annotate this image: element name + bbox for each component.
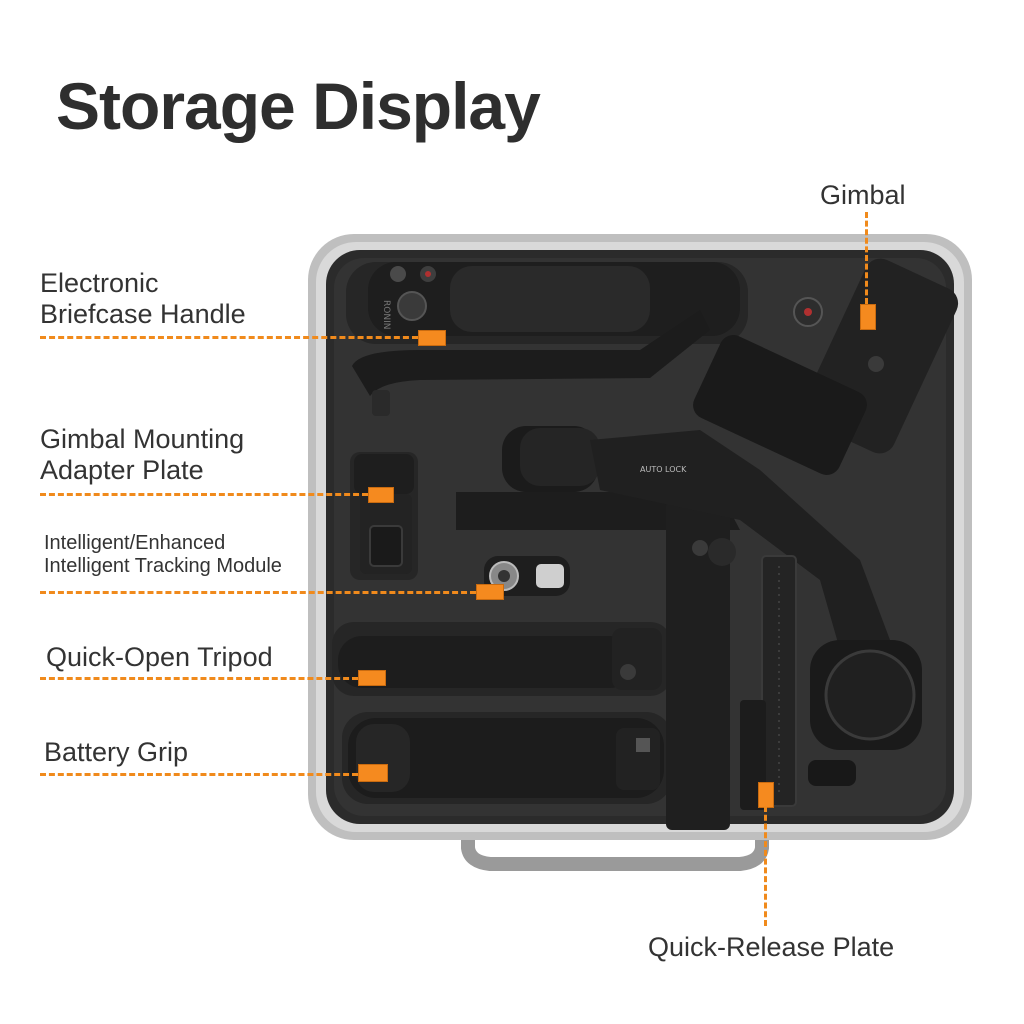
label-briefcase-handle-line2: Briefcase Handle <box>40 299 246 329</box>
label-tracking-module-line2: Intelligent Tracking Module <box>44 555 282 577</box>
briefcase-handle-device: RONIN <box>352 262 740 416</box>
leader-line-mounting-plate <box>40 493 368 496</box>
battery-grip-device <box>348 718 664 798</box>
marker-mounting-plate <box>368 487 394 503</box>
marker-battery-grip <box>358 764 388 782</box>
marker-tracking-module <box>476 584 504 600</box>
leader-line-gimbal <box>865 212 868 304</box>
label-gimbal: Gimbal <box>820 180 906 211</box>
leader-line-briefcase-handle <box>40 336 418 339</box>
tripod-device <box>338 628 662 690</box>
label-briefcase-handle: Electronic Briefcase Handle <box>40 268 246 330</box>
label-mounting-plate-line2: Adapter Plate <box>40 455 204 485</box>
leader-line-battery-grip <box>40 773 358 776</box>
label-battery-grip-text: Battery Grip <box>44 737 189 767</box>
leader-line-tracking-module <box>40 591 476 594</box>
tracking-module-device <box>484 556 570 596</box>
leader-line-tripod <box>40 677 358 680</box>
mounting-plate-device <box>354 454 414 574</box>
label-briefcase-handle-line1: Electronic <box>40 268 159 298</box>
handle-brand-text: RONIN <box>381 300 391 329</box>
gimbal-autolock-text: AUTO LOCK <box>640 465 687 474</box>
marker-quick-release-plate <box>758 782 774 808</box>
label-tripod: Quick-Open Tripod <box>46 642 273 673</box>
label-tracking-module-line1: Intelligent/Enhanced <box>44 532 226 554</box>
leader-line-quick-release-plate <box>764 806 767 926</box>
label-battery-grip: Battery Grip <box>44 737 188 768</box>
page-title: Storage Display <box>56 69 541 143</box>
label-quick-release-plate: Quick-Release Plate <box>648 932 894 963</box>
quick-release-plate-device <box>740 555 797 810</box>
marker-tripod <box>358 670 386 686</box>
marker-briefcase-handle <box>418 330 446 346</box>
label-tripod-text: Quick-Open Tripod <box>46 642 273 672</box>
marker-gimbal <box>860 304 876 330</box>
label-quick-release-plate-text: Quick-Release Plate <box>648 932 895 962</box>
label-gimbal-text: Gimbal <box>820 180 906 210</box>
label-mounting-plate-line1: Gimbal Mounting <box>40 424 245 454</box>
label-mounting-plate: Gimbal Mounting Adapter Plate <box>40 424 244 486</box>
gimbal-device: AUTO LOCK <box>456 258 959 830</box>
case-carry-handle <box>461 823 769 871</box>
label-tracking-module: Intelligent/Enhanced Intelligent Trackin… <box>44 532 282 578</box>
